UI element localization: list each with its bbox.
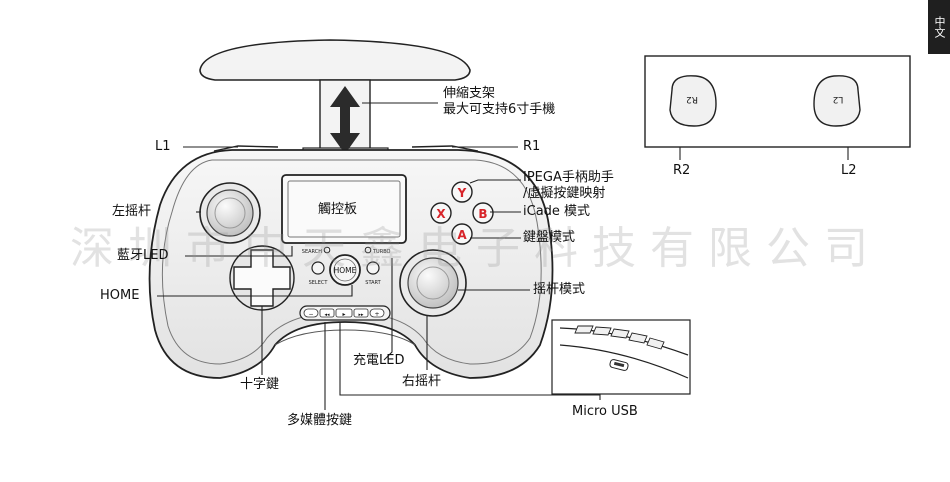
media-key-next: ▸▸ (358, 312, 364, 318)
callout-icade: iCade 模式 (523, 204, 591, 219)
center-buttons: SELECT START HOME (309, 254, 382, 286)
search-label: SEARCH (302, 249, 322, 255)
callout-right-stick: 右摇杆 (402, 374, 442, 389)
callout-keyboard: 鍵盤模式 (523, 230, 576, 245)
callout-stand-line2: 最大可支持6寸手機 (443, 102, 556, 117)
face-button-x: X (436, 207, 446, 221)
callout-media: 多媒體按鍵 (287, 413, 353, 428)
led-indicators: SEARCH TURBO (302, 246, 391, 255)
triggers-inset: R2 L2 (644, 55, 911, 148)
dpad (229, 245, 295, 311)
callout-r2: R2 (673, 163, 691, 178)
callout-stand-line1: 伸縮支架 (443, 86, 496, 101)
face-button-y: Y (457, 186, 467, 200)
right-stick (399, 249, 467, 317)
left-stick (199, 182, 261, 244)
face-button-a: A (457, 228, 467, 242)
callout-home: HOME (100, 288, 140, 303)
callout-l1: L1 (155, 139, 171, 154)
callout-l2: L2 (841, 163, 857, 178)
extend-arrow-icon (330, 86, 360, 154)
callout-lines (157, 102, 849, 410)
turbo-label: TURBO (372, 249, 391, 255)
touchpad (281, 174, 407, 244)
callout-micro-usb: Micro USB (572, 404, 638, 419)
media-key-prev: ◂◂ (324, 312, 330, 318)
micro-usb-inset (551, 319, 691, 395)
start-label: START (365, 280, 381, 286)
callout-touchpad: 觸控板 (318, 202, 358, 217)
media-key-plus: + (374, 311, 379, 318)
callout-r1: R1 (523, 139, 541, 154)
trigger-r2-mark: R2 (686, 94, 698, 104)
home-button-label: HOME (334, 266, 357, 275)
callout-dpad: 十字鍵 (240, 377, 280, 392)
callout-ipega-line1: IPEGA手柄助手 (523, 170, 614, 185)
callout-left-stick: 左摇杆 (112, 204, 152, 219)
select-label: SELECT (309, 280, 329, 286)
callout-joystick-mode: 摇杆模式 (533, 282, 586, 297)
callout-charge-led: 充電LED (353, 353, 405, 368)
media-key-play: ▸ (342, 311, 345, 318)
face-button-b: B (478, 207, 487, 221)
callout-bt-led: 藍牙LED (117, 248, 169, 263)
media-keys: − ◂◂ ▸ ▸▸ + (299, 305, 391, 321)
trigger-l2-mark: L2 (833, 94, 844, 104)
face-buttons: Y X B A (430, 181, 494, 245)
media-key-minus: − (308, 311, 313, 318)
callout-ipega-line2: /虛擬按鍵映射 (523, 186, 606, 201)
language-tab[interactable]: 中文 (928, 0, 950, 54)
